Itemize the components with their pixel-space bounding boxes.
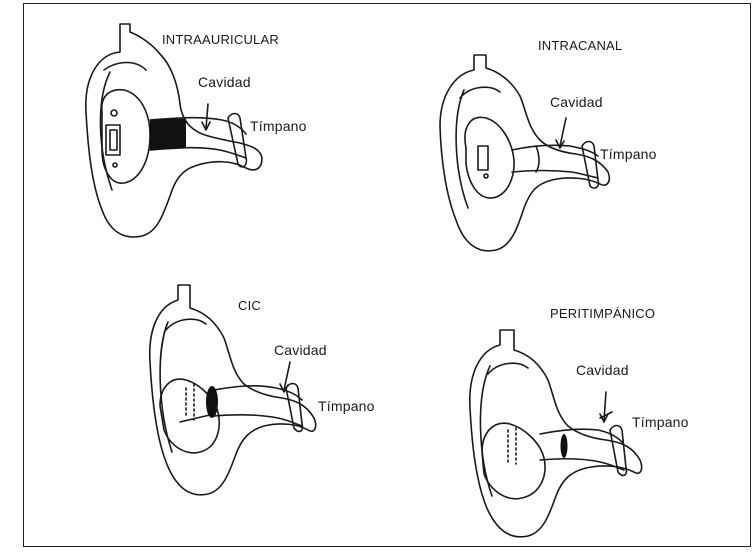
panel-title: PERITIMPÁNICO [550,306,655,321]
label-eardrum: Tímpano [632,414,689,430]
label-cavity: Cavidad [576,362,629,378]
